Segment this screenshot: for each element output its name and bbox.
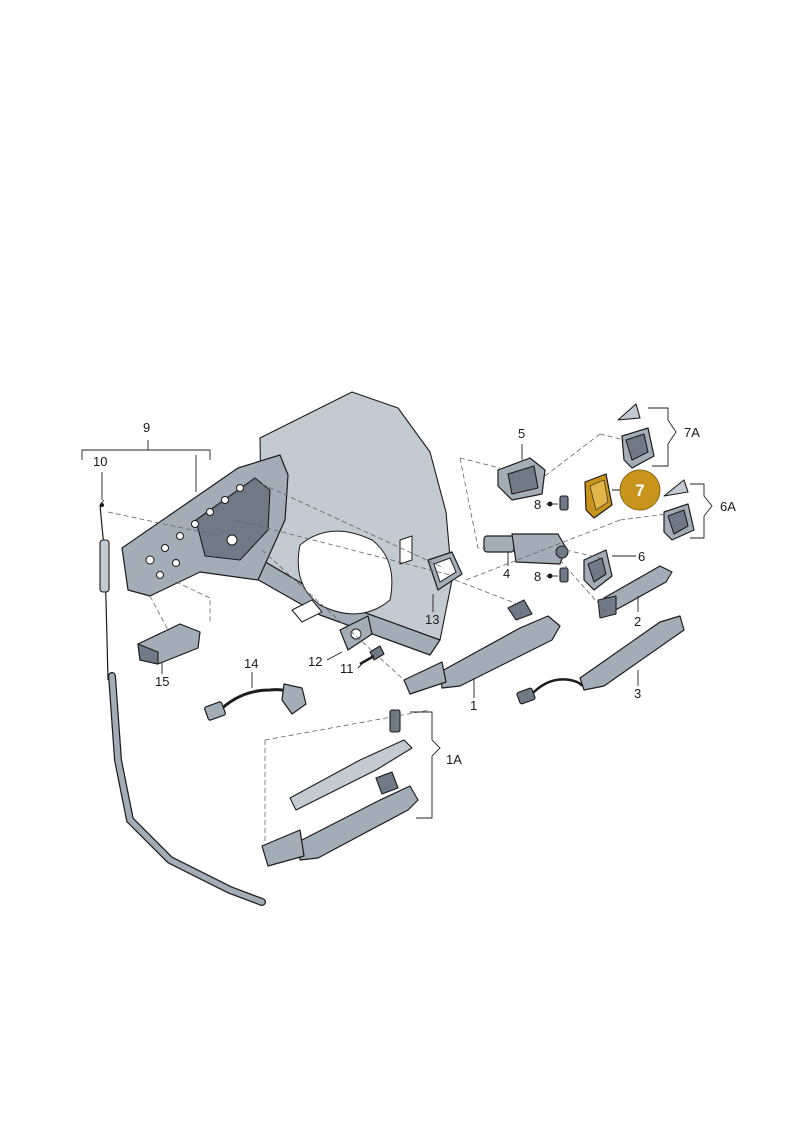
handle-trim-3 [516,615,685,705]
highlighted-cap-7 [584,473,613,519]
cover-12 [339,615,373,651]
highlight-callout-7: 7 [619,469,661,511]
lock-cylinder-5 [497,457,546,501]
bolt-11 [359,645,385,666]
callout-1: 1 [470,698,477,713]
assembly-lines [107,433,667,846]
callout-8a: 8 [534,497,541,512]
cap-set-7A [617,403,655,469]
connector-15 [137,623,201,665]
callout-2: 2 [634,614,641,629]
callout-11: 11 [340,661,354,676]
cap-set-6A [663,479,695,541]
callout-7A: 7A [684,425,700,440]
callout-12: 12 [308,654,322,669]
spacer-8b [559,567,569,583]
callout-3: 3 [634,686,641,701]
cap-6 [583,549,613,591]
leader-lines [81,407,713,819]
door-panel [254,391,453,656]
callout-4: 4 [503,566,510,581]
callout-1A: 1A [446,752,462,767]
highlight-label: 7 [635,481,644,500]
callout-9: 9 [143,420,150,435]
callout-13: 13 [425,612,439,627]
callout-8b: 8 [534,569,541,584]
spacer-8a [559,495,569,511]
bowden-cable [99,504,266,906]
callout-labels: 9 10 5 8 8 4 6 2 3 1 15 14 12 11 13 7A 6… [93,420,736,767]
seal-13 [427,551,463,591]
callout-10: 10 [93,454,107,469]
callout-6A: 6A [720,499,736,514]
lock-cylinder-4 [483,533,569,565]
door-handle-1 [403,599,561,695]
callout-15: 15 [155,674,169,689]
callout-14: 14 [244,656,258,671]
highlight-badge [619,469,661,511]
handle-set-1A [261,709,419,867]
callout-6: 6 [638,549,645,564]
callout-5: 5 [518,426,525,441]
handle-2 [597,565,673,619]
wiring-harness-14 [204,683,307,721]
handle-carrier [121,454,289,597]
